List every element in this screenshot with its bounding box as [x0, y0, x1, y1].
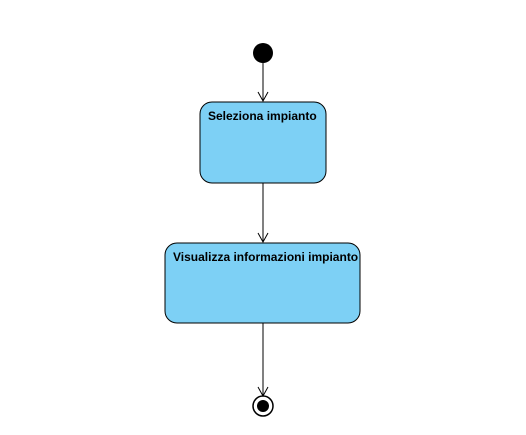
final-node-dot — [257, 400, 269, 412]
state-label: Visualizza informazioni impianto — [173, 250, 358, 264]
initial-node[interactable] — [253, 43, 273, 63]
final-node[interactable] — [252, 395, 274, 417]
state-visualizza-informazioni-impianto[interactable]: Visualizza informazioni impianto — [164, 242, 361, 324]
state-seleziona-impianto[interactable]: Seleziona impianto — [199, 101, 327, 184]
state-label: Seleziona impianto — [208, 109, 317, 123]
